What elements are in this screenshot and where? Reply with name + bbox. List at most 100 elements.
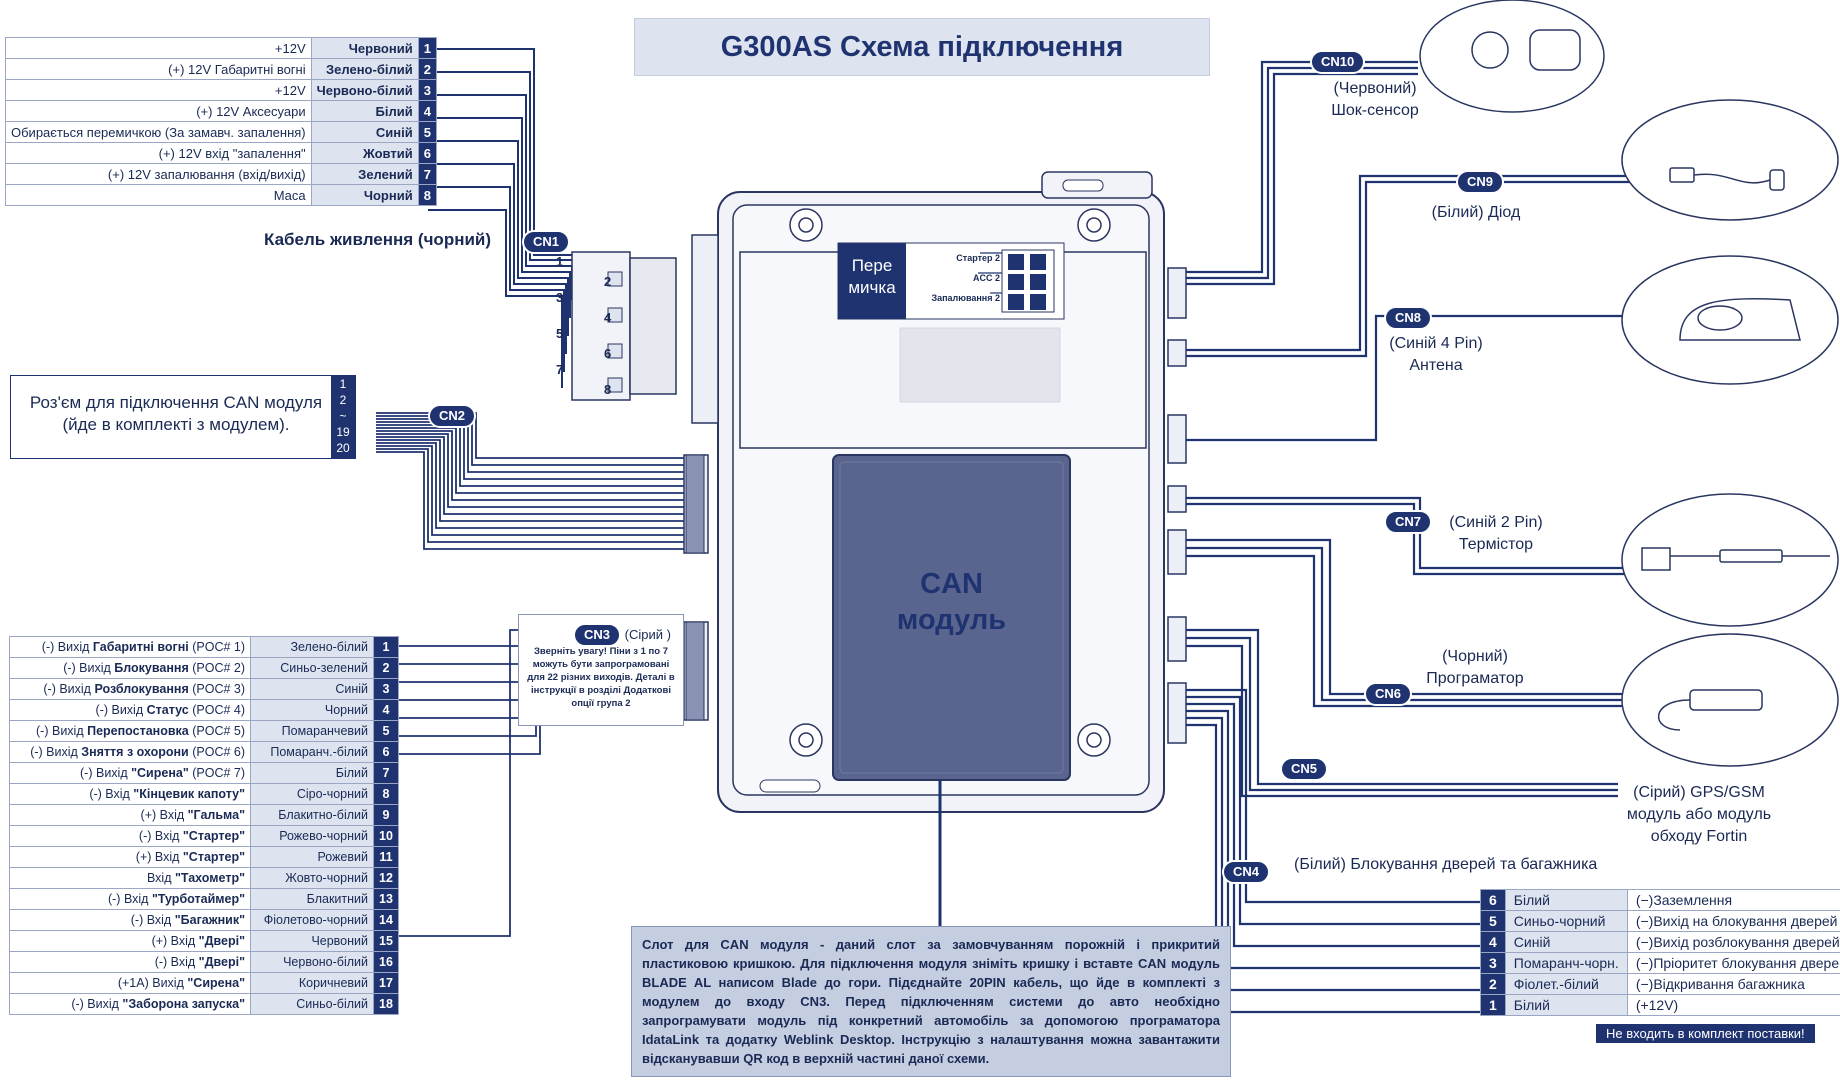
wire-color: Синій xyxy=(250,678,374,700)
cn3-row: (-) Вихід Блокування (POC# 2)Синьо-зелен… xyxy=(8,657,399,679)
cn3-table: (-) Вихід Габаритні вогні (POC# 1)Зелено… xyxy=(8,636,399,1015)
page-title: G300AS Схема підключення xyxy=(634,18,1210,76)
wire-color: Червоний xyxy=(310,37,419,59)
cn5-badge: CN5 xyxy=(1280,757,1329,781)
plug-pin-label: 1 xyxy=(556,254,564,269)
pin-number: 15 xyxy=(373,930,399,952)
wire-color: Помаранч-чорн. xyxy=(1504,952,1628,974)
can-pin-label: 19 xyxy=(336,425,350,439)
plug-pin-label: 3 xyxy=(556,290,564,305)
cn3-function: (-) Вихід Перепостановка (POC# 5) xyxy=(8,720,252,742)
pin-number: 5 xyxy=(373,720,399,742)
pin-number: 6 xyxy=(1480,889,1506,911)
cn9-badge: CN9 xyxy=(1456,170,1505,194)
wire-color: Сіро-чорний xyxy=(250,783,374,805)
pin-number: 4 xyxy=(1480,931,1506,953)
cn3-function: (-) Вхід "Турботаймер" xyxy=(8,888,252,910)
cn3-warning: Зверніть увагу! Піни з 1 по 7 можуть бут… xyxy=(527,646,675,709)
wire-color: Блакитно-білий xyxy=(250,804,374,826)
wire-color: Синьо-чорний xyxy=(1504,910,1628,932)
cn3-color: (Сірий ) xyxy=(624,627,671,642)
jumper-block xyxy=(837,242,1065,320)
wire-color: Рожевий xyxy=(250,846,374,868)
cn7-label: (Синій 2 Pin)Термістор xyxy=(1449,514,1543,553)
jumper-opt-acc2: ACC 2 xyxy=(972,273,1000,283)
cn3-row: (-) Вихід Зняття з охорони (POC# 6)Помар… xyxy=(8,741,399,763)
wire-color: Блакитний xyxy=(250,888,374,910)
wire-color: Синій xyxy=(1504,931,1628,953)
pin-number: 17 xyxy=(373,972,399,994)
pin-number: 6 xyxy=(373,741,399,763)
cn3-function: (-) Вихід Розблокування (POC# 3) xyxy=(8,678,252,700)
pin-number: 3 xyxy=(1480,952,1506,974)
wire-color: Зелено-білий xyxy=(250,636,374,658)
cn3-function: (-) Вихід Статус (POC# 4) xyxy=(8,699,252,721)
plug-pin-label: 7 xyxy=(556,362,564,377)
wire-color: Білий xyxy=(250,762,374,784)
can-module-label: CAN модуль xyxy=(833,566,1070,638)
cn6-badge: CN6 xyxy=(1364,682,1413,706)
pin-number: 6 xyxy=(417,142,437,164)
wire-color: Білий xyxy=(310,100,419,122)
wire-color: Чорний xyxy=(250,699,374,721)
cn3-function: (-) Вхід "Стартер" xyxy=(8,825,252,847)
cn3-function: (-) Вихід Зняття з охорони (POC# 6) xyxy=(8,741,252,763)
can-module-line2: модуль xyxy=(896,604,1007,636)
power-cable-row: Обирається перемичкою (За замавч. запале… xyxy=(5,121,437,143)
cn10-label: (Червоний)Шок-сенсор xyxy=(1331,80,1419,119)
pin-function: (+) 12V запалювання (вхід/вихід) xyxy=(5,163,312,185)
jumper-opt-ignition2: Запалювання 2 xyxy=(931,293,1000,303)
pin-number: 2 xyxy=(417,58,437,80)
wire-color: Помаранч.-білий xyxy=(250,741,374,763)
wire-color: Жовто-чорний xyxy=(250,867,374,889)
pin-function: (+) 12V Аксесуари xyxy=(5,100,312,122)
pin-number: 1 xyxy=(1480,994,1506,1016)
cn3-badge: CN3 xyxy=(573,623,622,647)
cn3-function: Вхід "Тахометр" xyxy=(8,867,252,889)
pin-function: Маса xyxy=(5,184,312,206)
pin-number: 3 xyxy=(373,678,399,700)
can-pin-label: 20 xyxy=(336,441,350,455)
cn8-badge: CN8 xyxy=(1384,306,1433,330)
cn3-function: (-) Вхід "Кінцевик капоту" xyxy=(8,783,252,805)
pin-number: 2 xyxy=(373,657,399,679)
pin-number: 11 xyxy=(373,846,399,868)
pin-function: +12V xyxy=(5,37,312,59)
cn10-badge: CN10 xyxy=(1310,50,1366,74)
plug-pin-label: 5 xyxy=(556,326,564,341)
jumper-opt-starter2: Стартер 2 xyxy=(956,253,1000,263)
thermistor-icon xyxy=(1641,547,1671,571)
pin-number: 12 xyxy=(373,867,399,889)
pin-number: 5 xyxy=(1480,910,1506,932)
jumper-options: Стартер 2 ACC 2 Запалювання 2 xyxy=(910,248,1000,308)
pin-function: (+12V) xyxy=(1626,994,1840,1016)
cn3-function: (+) Вхід "Гальма" xyxy=(8,804,252,826)
pin-number: 9 xyxy=(373,804,399,826)
wire-color: Коричневий xyxy=(250,972,374,994)
pin-number: 1 xyxy=(417,37,437,59)
can-pin-label: 2 xyxy=(339,393,347,407)
cn3-function: (-) Вихід Габаритні вогні (POC# 1) xyxy=(8,636,252,658)
jumper-label1: Пере xyxy=(851,256,893,275)
wire-color: Фіолет.-білий xyxy=(1504,973,1628,995)
pin-number: 1 xyxy=(373,636,399,658)
cn6-label: (Чорний)Програматор xyxy=(1426,648,1524,687)
cn1-badge: CN1 xyxy=(522,230,571,254)
can-module-slot xyxy=(832,454,1071,781)
